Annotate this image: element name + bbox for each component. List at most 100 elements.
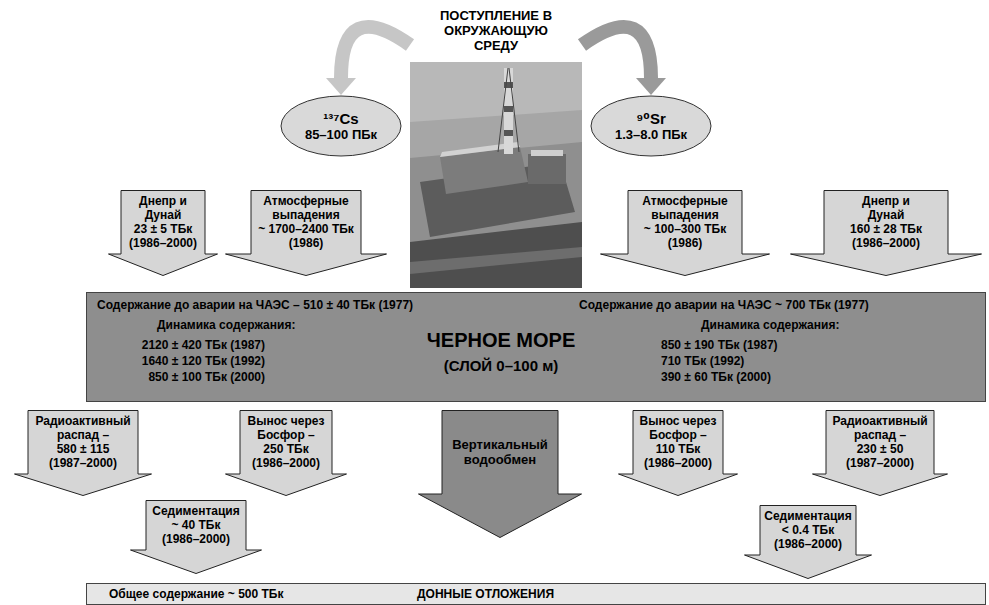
flow-label: (1986–2000) <box>162 532 230 546</box>
flow-label: Днепр и Дунай <box>124 194 202 222</box>
arrow-body: Радиоактивный распад –230 ± 50(1987–2000… <box>826 410 934 474</box>
flow-arrow: Атмосферные выпадения~ 100–300 ТБк(1986) <box>600 190 770 276</box>
block-arrow-outline <box>813 411 948 496</box>
arrow-body: Атмосферные выпадения~ 100–300 ТБк(1986) <box>628 190 742 254</box>
sea-text: 2120 ± 420 ТБк (1987) <box>142 338 265 352</box>
arrow-head <box>636 78 666 95</box>
flow-label: Вынос через Босфор – <box>636 414 720 442</box>
arrow-body: Днепр и Дунай23 ± 5 ТБк(1986–2000) <box>121 190 205 254</box>
flow-label: 580 ± 115 <box>57 442 110 456</box>
photo-foreground <box>410 222 582 288</box>
arrow-body: Седиментация~ 40 ТБк(1986–2000) <box>146 500 246 550</box>
sea-text: 710 ТБк (1992) <box>661 354 744 368</box>
flow-arrow: Радиоактивный распад –580 ± 115(1987–200… <box>14 410 152 496</box>
block-arrow-outline <box>226 191 387 276</box>
flow-label: (1986) <box>668 236 703 250</box>
sea-text: Содержание до аварии на ЧАЭС – 510 ± 40 … <box>97 298 413 312</box>
flow-label: Днепр и Дунай <box>843 194 929 222</box>
flow-label: (1986–2000) <box>644 456 712 470</box>
flow-arrow: Атмосферные выпадения~ 1700–2400 ТБк(198… <box>225 190 387 276</box>
flow-label: (1987–2000) <box>49 456 117 470</box>
exchange-arrow: Вертикальный водообмен <box>418 410 582 538</box>
flow-arrow: Вынос через Босфор –110 ТБк(1986–2000) <box>618 410 738 496</box>
photo-chimney-stripe <box>504 106 513 112</box>
flow-arrow: Радиоактивный распад –230 ± 50(1987–2000… <box>812 410 948 496</box>
flow-label: Радиоактивный распад – <box>31 414 135 442</box>
block-arrow-outline <box>226 411 347 496</box>
block-arrow-outline <box>109 191 218 276</box>
flow-label: < 0.4 ТБк <box>782 523 834 537</box>
flow-label: Атмосферные выпадения <box>631 194 739 222</box>
emission-arrow <box>582 27 666 95</box>
flow-label: 230 ± 50 <box>857 442 904 456</box>
flow-label: ~ 40 ТБк <box>172 518 221 532</box>
isotope-name: ¹³⁷Cs <box>323 110 358 127</box>
flow-label: Седиментация <box>152 504 239 518</box>
sea-text: 850 ± 100 ТБк (2000) <box>148 370 265 384</box>
flow-label: (1986–2000) <box>129 236 197 250</box>
emission-curve <box>341 27 410 78</box>
photo-chimney-frame <box>509 68 519 152</box>
emission-arrow <box>326 27 410 95</box>
arrow-body: Вертикальный водообмен <box>442 410 558 494</box>
photo-block <box>528 154 566 184</box>
flow-label: 110 ТБк <box>656 442 701 456</box>
sea-text: 1640 ± 120 ТБк (1992) <box>142 354 265 368</box>
sea-text: 390 ± 60 ТБк (2000) <box>661 370 771 384</box>
sea-text: (СЛОЙ 0–100 м) <box>444 357 559 374</box>
block-arrow-outline <box>619 411 738 496</box>
block-arrow-outline <box>791 191 982 276</box>
flow-arrow: Днепр и Дунай160 ± 28 ТБк(1986–2000) <box>790 190 982 276</box>
flow-label: 160 ± 28 ТБк <box>850 222 922 236</box>
arrow-body: Вынос через Босфор –250 ТБк(1986–2000) <box>240 410 332 474</box>
block-arrow-outline <box>601 191 770 276</box>
arrow-body: Радиоактивный распад –580 ± 115(1987–200… <box>28 410 138 474</box>
flow-label: ~ 100–300 ТБк <box>644 222 726 236</box>
isotope-ellipse: ¹³⁷Cs85–100 ПБк <box>280 95 402 157</box>
arrow-body: Атмосферные выпадения~ 1700–2400 ТБк(198… <box>251 190 361 254</box>
sea-text: Содержание до аварии на ЧАЭС ~ 700 ТБк (… <box>579 298 869 312</box>
ellipse-outline <box>591 96 711 156</box>
isotope-ellipse: ⁹⁰Sr1.3–8.0 ПБк <box>590 95 712 157</box>
flow-label: 23 ± 5 ТБк <box>134 222 193 236</box>
flow-label: Вертикальный водообмен <box>445 437 555 467</box>
heading-text: ПОСТУПЛЕНИЕ В ОКРУЖАЮЩУЮ СРЕДУ <box>421 8 571 53</box>
sea-band: Содержание до аварии на ЧАЭС – 510 ± 40 … <box>86 292 986 402</box>
photo-chimney <box>504 68 513 154</box>
sediment-text: ДОННЫЕ ОТЛОЖЕНИЯ <box>417 587 554 601</box>
sea-text: 850 ± 190 ТБк (1987) <box>661 338 778 352</box>
isotope-amount: 85–100 ПБк <box>305 127 377 142</box>
arrow-body: Вынос через Босфор –110 ТБк(1986–2000) <box>633 410 723 474</box>
photo-chimney-frame <box>498 68 508 152</box>
sea-text: Динамика содержания: <box>701 318 839 332</box>
flow-label: ~ 1700–2400 ТБк <box>258 222 354 236</box>
sea-text: ЧЕРНОЕ МОРЕ <box>427 329 576 351</box>
flow-label: (1986–2000) <box>852 236 920 250</box>
flow-label: Радиоактивный распад – <box>829 414 931 442</box>
arrow-head <box>326 78 356 95</box>
flow-label: Седиментация <box>764 509 851 523</box>
block-arrow-outline <box>745 506 872 579</box>
flow-label: (1986) <box>289 236 324 250</box>
photo-chimney-stripe <box>504 130 513 136</box>
photo-ground <box>410 62 582 288</box>
sea-text: Динамика содержания: <box>157 318 295 332</box>
block-arrow-outline <box>419 411 582 538</box>
flow-arrow: Седиментация~ 40 ТБк(1986–2000) <box>130 500 262 574</box>
photo-block-roof <box>531 150 563 156</box>
arrow-body: Днепр и Дунай160 ± 28 ТБк(1986–2000) <box>824 190 948 254</box>
block-arrow-outline <box>131 501 262 574</box>
flow-label: (1986–2000) <box>252 456 320 470</box>
block-arrow-shape <box>418 410 582 538</box>
isotope-name: ⁹⁰Sr <box>636 110 666 127</box>
sediment-band: Общее содержание ~ 500 ТБк ДОННЫЕ ОТЛОЖЕН… <box>86 583 986 605</box>
flow-label: (1987–2000) <box>846 456 914 470</box>
flow-label: Вынос через Босфор – <box>243 414 329 442</box>
photo-road <box>410 247 582 274</box>
plant-photo <box>410 62 582 288</box>
arrow-body: Седиментация< 0.4 ТБк(1986–2000) <box>760 505 856 555</box>
sediment-text: Общее содержание ~ 500 ТБк <box>109 587 283 601</box>
flow-arrow: Днепр и Дунай23 ± 5 ТБк(1986–2000) <box>108 190 218 276</box>
source-photo-box: ПОСТУПЛЕНИЕ В ОКРУЖАЮЩУЮ СРЕДУ <box>410 3 582 288</box>
